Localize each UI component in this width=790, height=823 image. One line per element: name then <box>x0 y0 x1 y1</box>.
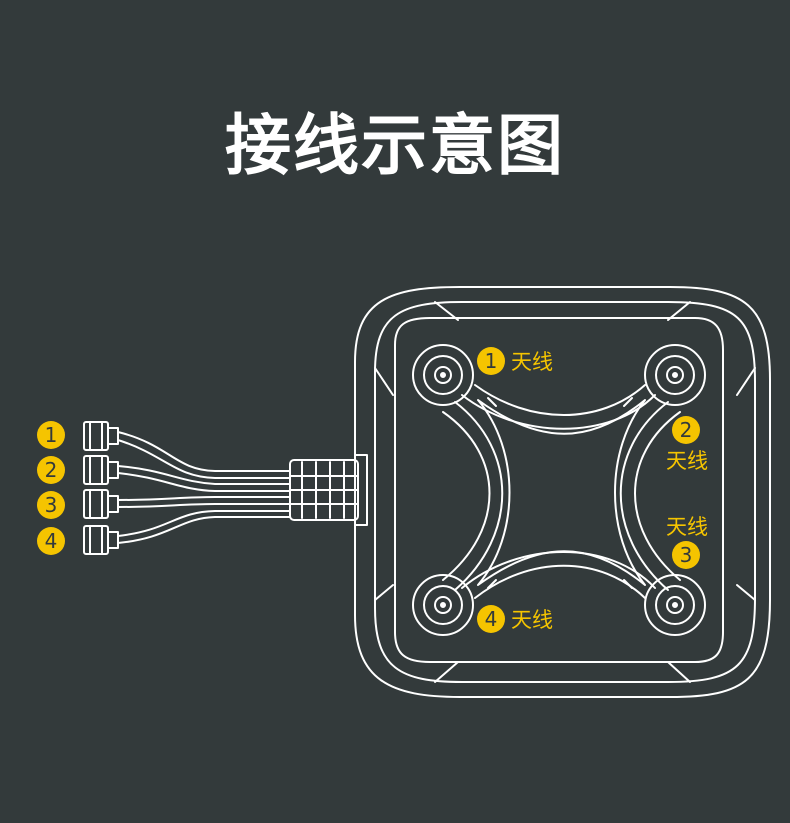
cable-gland <box>289 454 368 526</box>
housing-outer <box>354 286 771 698</box>
sma-connector-1 <box>83 421 119 451</box>
antenna-label-text: 天线 <box>666 515 708 539</box>
cable-4 <box>117 510 291 537</box>
cable-badge-number: 2 <box>45 458 58 482</box>
antenna-post-3 <box>644 574 706 636</box>
cable-badge-2: 2 <box>37 456 65 484</box>
antenna-label-text: 天线 <box>511 350 553 374</box>
antenna-badge-number: 2 <box>680 418 693 442</box>
cable-3 <box>117 496 291 501</box>
antenna-label-text: 天线 <box>666 449 708 473</box>
cable-badge-number: 1 <box>45 423 58 447</box>
sma-connector-3 <box>83 489 119 519</box>
antenna-post-4 <box>412 574 474 636</box>
cable-badge-4: 4 <box>37 527 65 555</box>
cable-badge-number: 4 <box>45 529 58 553</box>
cable-2 <box>117 465 291 485</box>
cable-badge-1: 1 <box>37 421 65 449</box>
antenna-label-1: 1 天线 <box>477 347 553 375</box>
x-frame-right <box>619 401 669 591</box>
antenna-label-text: 天线 <box>511 608 553 632</box>
antenna-badge-number: 4 <box>485 607 498 631</box>
sma-connector-2 <box>83 455 119 485</box>
housing-inner <box>374 301 756 683</box>
cable-badge-number: 3 <box>45 493 58 517</box>
antenna-label-2: 2 天线 <box>666 416 708 473</box>
antenna-badge-number: 3 <box>680 543 693 567</box>
cable-badge-3: 3 <box>37 491 65 519</box>
cable-1 <box>117 431 291 472</box>
x-frame-left <box>454 401 504 591</box>
antenna-label-4: 4 天线 <box>477 605 553 633</box>
x-frame-center <box>477 399 646 586</box>
antenna-post-1 <box>412 344 474 406</box>
page-title: 接线示意图 <box>225 107 565 184</box>
antenna-label-3: 天线 3 <box>666 515 708 569</box>
antenna-post-2 <box>644 344 706 406</box>
antenna-badge-number: 1 <box>485 349 498 373</box>
inner-plate <box>394 317 724 663</box>
sma-connector-4 <box>83 525 119 555</box>
